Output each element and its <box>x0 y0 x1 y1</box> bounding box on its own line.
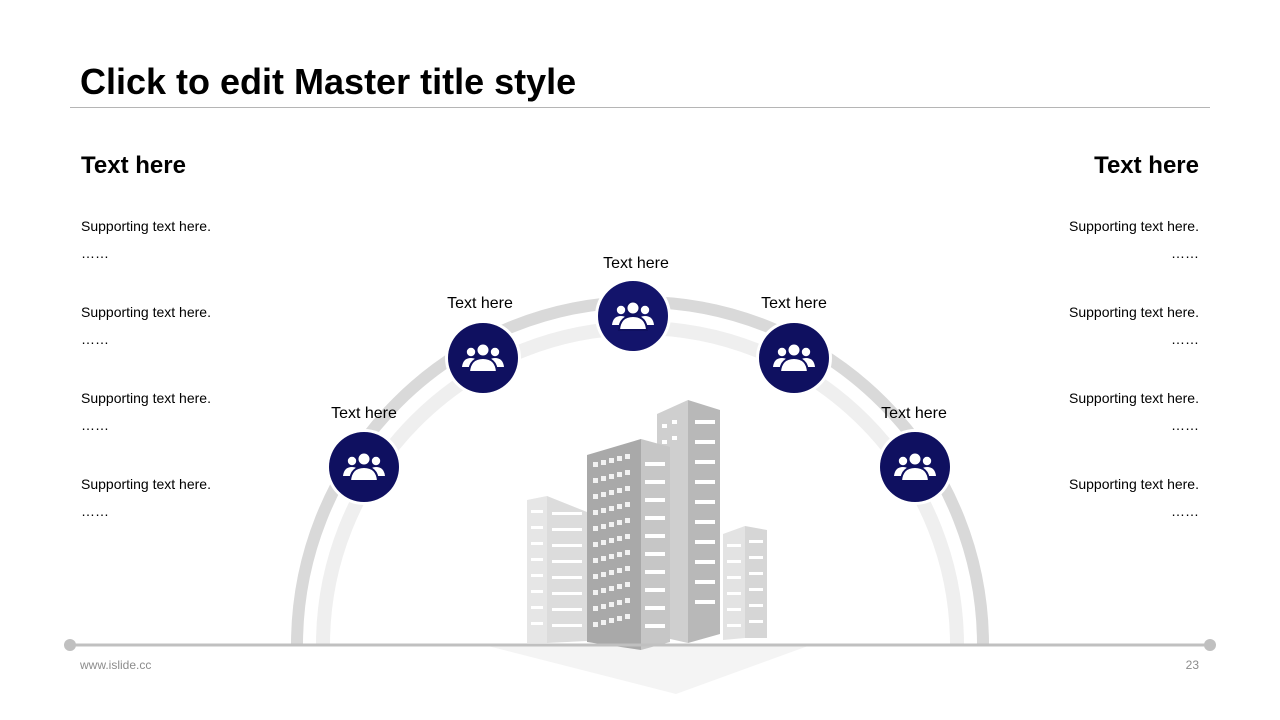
support-ellipsis: …… <box>81 245 109 261</box>
title-divider <box>70 107 1210 108</box>
floor-shadow <box>488 646 808 694</box>
footer-url: www.islide.cc <box>80 658 152 672</box>
support-ellipsis: …… <box>1171 503 1199 519</box>
node-4[interactable] <box>756 320 832 396</box>
left-support-item[interactable]: Supporting text here. …… <box>81 213 301 267</box>
support-text: Supporting text here. <box>1069 304 1199 320</box>
left-support-item[interactable]: Supporting text here. …… <box>81 299 301 353</box>
node-label-4[interactable]: Text here <box>761 295 827 312</box>
support-text: Supporting text here. <box>1069 390 1199 406</box>
support-ellipsis: …… <box>81 331 109 347</box>
node-label-2[interactable]: Text here <box>447 295 513 312</box>
node-label-3[interactable]: Text here <box>603 255 669 272</box>
node-1[interactable] <box>326 429 402 505</box>
left-support-item[interactable]: Supporting text here. …… <box>81 385 301 439</box>
page-title[interactable]: Click to edit Master title style <box>80 61 577 102</box>
support-ellipsis: …… <box>1171 245 1199 261</box>
support-text: Supporting text here. <box>81 218 211 234</box>
city-buildings-illustration <box>527 400 767 650</box>
support-ellipsis: …… <box>81 417 109 433</box>
right-support-item[interactable]: Supporting text here. …… <box>979 213 1199 267</box>
node-5[interactable] <box>877 429 953 505</box>
node-label-5[interactable]: Text here <box>881 405 947 422</box>
left-heading[interactable]: Text here <box>81 152 186 179</box>
support-ellipsis: …… <box>1171 331 1199 347</box>
right-heading[interactable]: Text here <box>1094 152 1199 179</box>
support-text: Supporting text here. <box>81 304 211 320</box>
left-support-item[interactable]: Supporting text here. …… <box>81 471 301 525</box>
page-number: 23 <box>1185 658 1199 672</box>
support-ellipsis: …… <box>81 503 109 519</box>
support-text: Supporting text here. <box>81 390 211 406</box>
support-text: Supporting text here. <box>1069 476 1199 492</box>
support-text: Supporting text here. <box>1069 218 1199 234</box>
baseline-start-dot <box>64 639 76 651</box>
support-text: Supporting text here. <box>81 476 211 492</box>
node-3[interactable] <box>595 278 671 354</box>
right-support-item[interactable]: Supporting text here. …… <box>979 299 1199 353</box>
baseline-end-dot <box>1204 639 1216 651</box>
right-support-item[interactable]: Supporting text here. …… <box>979 471 1199 525</box>
node-label-1[interactable]: Text here <box>331 405 397 422</box>
support-ellipsis: …… <box>1171 417 1199 433</box>
node-2[interactable] <box>445 320 521 396</box>
right-support-item[interactable]: Supporting text here. …… <box>979 385 1199 439</box>
